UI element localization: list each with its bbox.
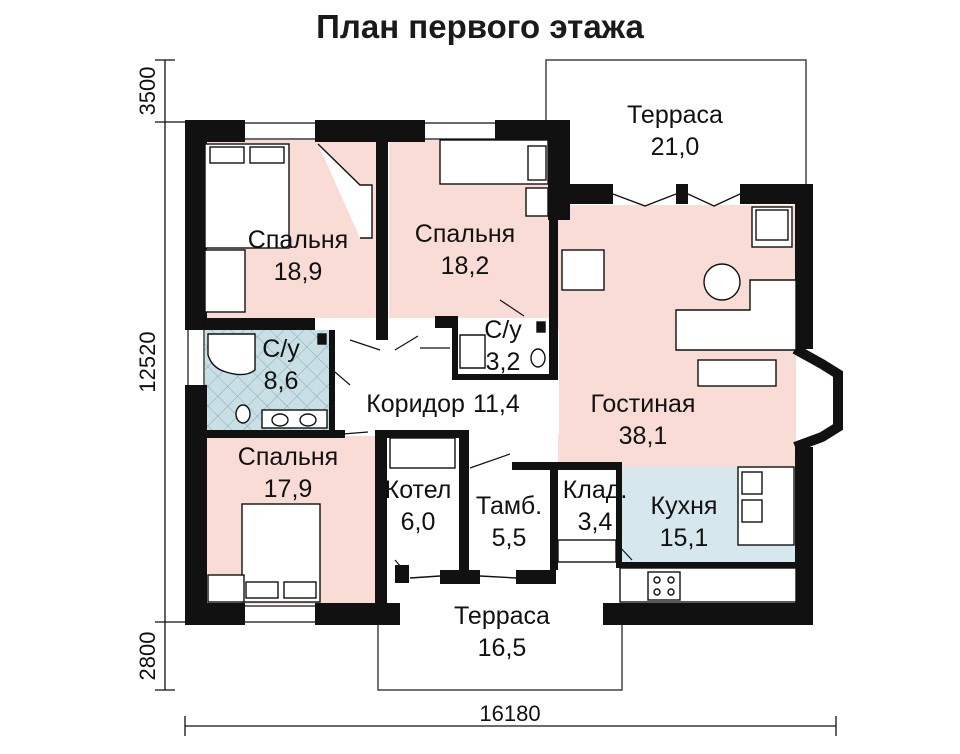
boiler-icon xyxy=(389,437,456,469)
dimension-bottom: 16180 xyxy=(479,701,540,726)
wall-vest-right xyxy=(550,462,558,570)
wall-living-top-b xyxy=(740,184,813,204)
wall-store-right xyxy=(616,467,622,567)
walls xyxy=(185,120,843,625)
shower-icon xyxy=(207,333,256,376)
wall-bath2-bottom xyxy=(452,374,556,380)
wall-bath2-left xyxy=(452,316,458,380)
wall-bed3-right xyxy=(375,436,387,606)
toilet-icon xyxy=(530,348,546,368)
wardrobe-icon xyxy=(204,249,246,313)
dimension-labels: 3500 12520 2800 16180 xyxy=(135,67,541,726)
wall-bath1-bottom xyxy=(185,430,345,438)
bedroom-1-furniture xyxy=(204,143,373,313)
wall-living-top-a xyxy=(558,184,613,204)
wall-bed2-bottom xyxy=(435,316,455,328)
door-swings xyxy=(329,299,633,576)
wall-vest-top xyxy=(512,462,622,470)
wall-top-mid xyxy=(315,120,425,142)
armchair-icon xyxy=(561,249,605,291)
dimension-left-middle: 12520 xyxy=(135,331,160,392)
wall-boiler-right xyxy=(459,430,469,570)
wall-bed-row-bottom-a xyxy=(185,318,315,330)
page-title: План первого этажа xyxy=(316,8,644,45)
wall-terrace-post xyxy=(676,184,688,204)
nightstand-icon xyxy=(525,187,549,217)
sofa-icon xyxy=(675,279,797,351)
wall-entry-post-c xyxy=(516,570,556,584)
wall-right-top xyxy=(795,184,813,349)
counter-icon xyxy=(619,567,797,603)
wall-right-bot xyxy=(795,447,813,625)
dimension-lines xyxy=(155,59,837,736)
toilet-icon xyxy=(235,404,251,424)
wall-bath2-right xyxy=(549,205,558,380)
wall-right-of-bedroom2 xyxy=(548,120,570,220)
bedroom-3-furniture xyxy=(207,503,321,603)
room-label-vestibule: Тамб.5,5 xyxy=(476,492,542,552)
wall-bed1-bed2 xyxy=(376,140,388,340)
wall-bottom-right xyxy=(603,603,813,625)
bay-window xyxy=(792,344,843,452)
wall-kitchen-bottom xyxy=(616,562,796,568)
dimension-left-bottom: 2800 xyxy=(135,632,160,681)
wall-boiler-top xyxy=(375,430,467,438)
bedroom-2-furniture xyxy=(439,139,549,217)
living-furniture xyxy=(561,206,797,387)
utility-furniture xyxy=(389,437,797,603)
terrace-bottom xyxy=(377,620,623,691)
shower-icon xyxy=(459,334,486,369)
windows xyxy=(187,122,495,623)
wardrobe-icon xyxy=(207,574,245,603)
wall-bath1-right xyxy=(329,330,335,430)
table-icon xyxy=(703,263,741,301)
corridor-fill xyxy=(331,330,559,435)
terrace-doors xyxy=(409,193,741,579)
wall-left-bot xyxy=(185,385,207,625)
dimension-left-top: 3500 xyxy=(135,67,160,116)
shelf-icon xyxy=(557,539,617,563)
wall-entry-post-b xyxy=(440,570,480,584)
tv-stand-icon xyxy=(697,359,777,387)
wall-entry-post-a xyxy=(395,565,409,583)
wall-bottom-mid xyxy=(315,603,400,625)
stove-icon xyxy=(647,571,681,601)
bath-1-fixtures xyxy=(207,333,328,429)
wall-bottom-left xyxy=(185,603,245,625)
room-label-storage: Клад.3,4 xyxy=(563,476,628,536)
bath-2-fixtures xyxy=(459,321,546,369)
wall-left-top xyxy=(185,120,207,320)
